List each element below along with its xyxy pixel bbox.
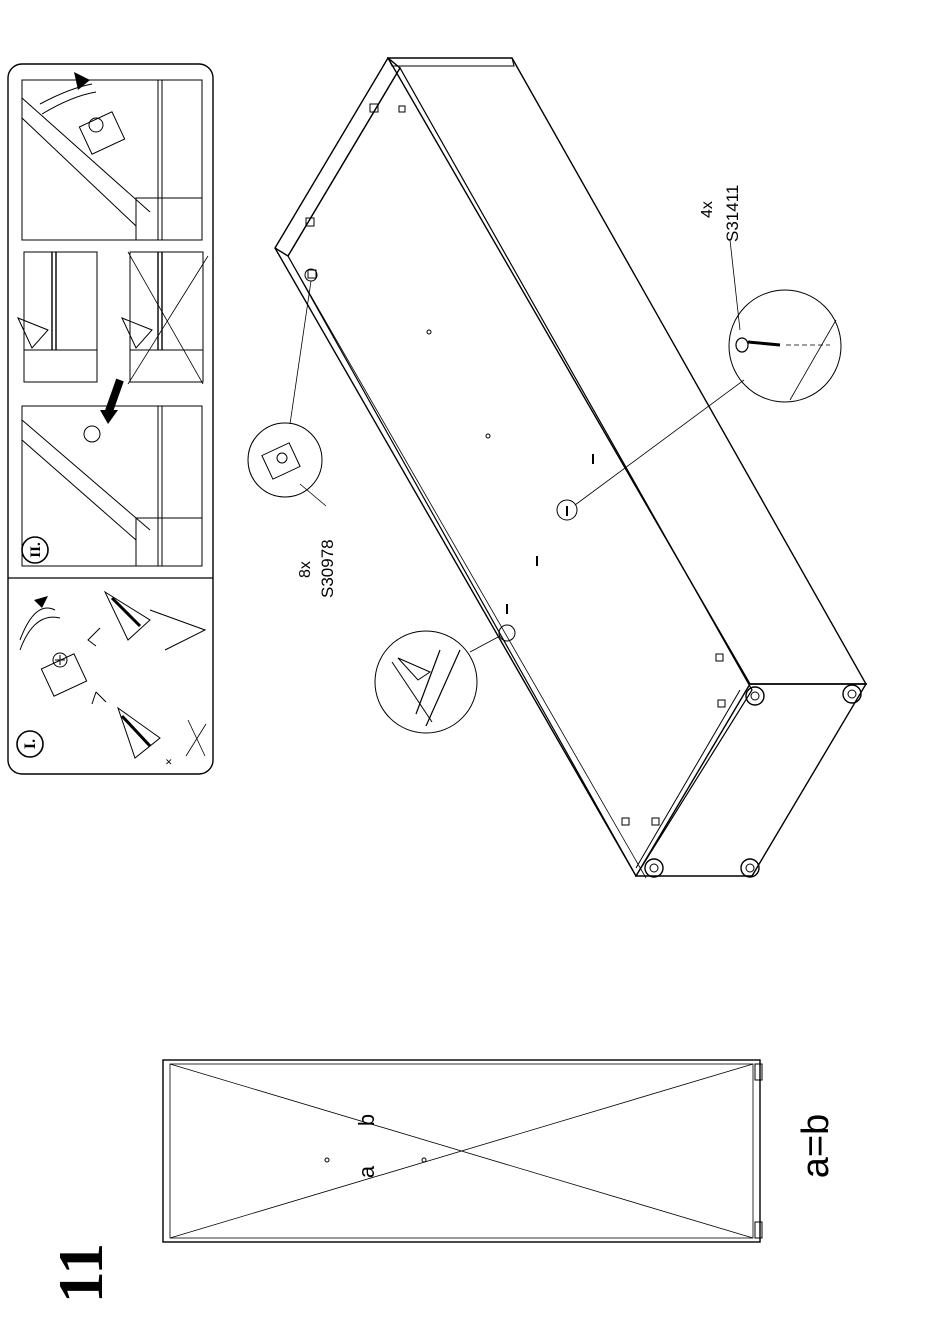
edge-detail-callout	[375, 625, 515, 733]
diagonal-check-diagram: b a a=b	[163, 1060, 837, 1242]
cam-rotate-icon	[20, 596, 87, 696]
substep-1-section: I. ✕	[17, 592, 206, 767]
screw-quantity: 4x	[699, 201, 716, 218]
screw-insert-top-icon	[88, 592, 205, 650]
screw-insert-bottom-icon: ✕	[92, 692, 206, 767]
foot-glide	[645, 859, 663, 877]
cam-fitting-part-code: S30978	[318, 539, 337, 598]
screw-part-code: S31411	[723, 185, 742, 242]
cabinet-body	[275, 58, 866, 878]
detail-panel: I. ✕	[8, 64, 213, 774]
diagonal-label-a: a	[354, 1165, 379, 1178]
foot-glide	[843, 685, 861, 703]
substep-2-label: II.	[28, 542, 44, 558]
step-number: 11	[45, 1243, 116, 1303]
diagonal-label-b: b	[354, 1114, 379, 1126]
substep-2-section: II.	[18, 72, 208, 566]
cam-fitting-mark	[306, 104, 725, 825]
substep-1-label: I.	[22, 739, 39, 749]
diagonal-equation: a=b	[795, 1114, 837, 1178]
svg-text:✕: ✕	[165, 757, 173, 767]
screw-callout: 4x S31411	[557, 185, 841, 520]
screw-mark	[507, 454, 593, 614]
cam-fitting-quantity: 8x	[297, 561, 314, 578]
